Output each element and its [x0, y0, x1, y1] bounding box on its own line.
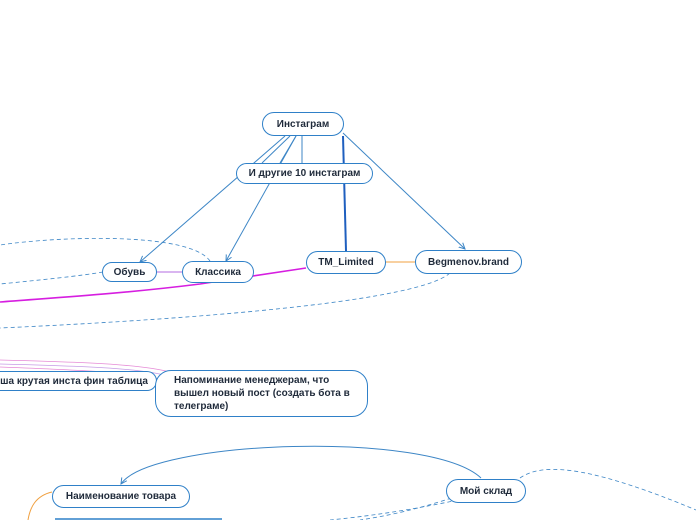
dashed-link-warehouse-bottom-2 [359, 495, 459, 520]
pink-link-2 [0, 363, 169, 377]
node-tm-limited[interactable]: TM_Limited [306, 251, 386, 274]
link-root-begmenov [342, 132, 465, 249]
link-warehouse-product [121, 445, 482, 484]
root-node-instagram[interactable]: Инстаграм [262, 112, 344, 136]
node-product-name[interactable]: Наименование товара [52, 485, 190, 508]
node-fin-table[interactable]: ша крутая инста фин таблица [0, 371, 157, 391]
node-begmenov-brand[interactable]: Begmenov.brand [415, 250, 522, 274]
link-root-shoes [140, 135, 286, 262]
pink-link-1 [0, 359, 171, 373]
dashed-link-warehouse-right [519, 469, 696, 511]
link-root-others-1 [261, 135, 291, 164]
link-root-tm-limited [342, 135, 347, 252]
dashed-link-classic-left [0, 238, 211, 262]
node-my-warehouse[interactable]: Мой склад [446, 479, 526, 503]
node-other-instagrams[interactable]: И другие 10 инстаграм [236, 163, 373, 184]
node-reminder-managers[interactable]: Напоминание менеджерам, что вышел новый … [155, 370, 368, 417]
orange-link-product [27, 491, 53, 520]
dashed-link-begmenov-left [0, 272, 451, 329]
dashed-link-shoes-left [0, 271, 104, 285]
dashed-link-warehouse-bottom-1 [329, 499, 459, 520]
magenta-link-tm [0, 267, 307, 303]
link-root-classic [226, 135, 297, 261]
node-classic[interactable]: Классика [182, 261, 254, 283]
node-shoes[interactable]: Обувь [102, 262, 157, 282]
